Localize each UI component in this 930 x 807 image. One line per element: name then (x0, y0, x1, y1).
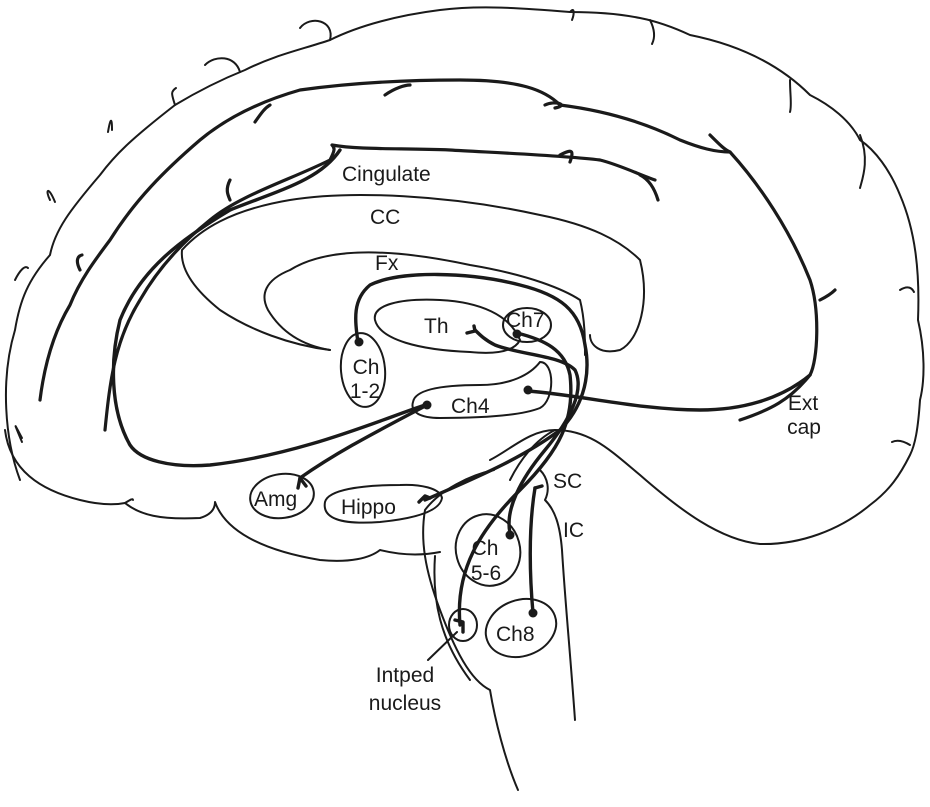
label-sc: SC (553, 470, 582, 493)
ch7-to-intped-pathway (457, 331, 573, 627)
label-ic: IC (563, 519, 584, 542)
label-cingulate: Cingulate (342, 163, 431, 186)
th-terminal (465, 324, 477, 335)
outer-sulcus-notch (899, 286, 915, 293)
label-hippo: Hippo (341, 496, 396, 519)
ch5-6-nucleus-outline (454, 513, 522, 587)
outer-sulcus-notch (46, 189, 56, 203)
label-ch7: Ch7 (506, 309, 545, 332)
outer-sulcus-notch (649, 19, 656, 45)
midbrain-inner-outline (433, 555, 471, 681)
ch4-origin-dot-right (523, 385, 533, 395)
temporal-lobe-outline (4, 429, 441, 562)
ch1-2-origin-dot (354, 337, 364, 347)
ch1-2-nucleus-outline (339, 332, 387, 408)
cingulate-notch (225, 178, 232, 202)
ch7-nucleus-outline (502, 307, 552, 343)
cingulate-notch (638, 173, 660, 202)
outer-sulcus-notch (859, 134, 866, 189)
label-cc: CC (370, 206, 400, 229)
temporal-sulcus (124, 498, 134, 504)
cingulate-sulcus (103, 143, 657, 432)
outer-cortex-outline (4, 6, 925, 546)
label-ext-cap-line2: cap (787, 416, 821, 439)
outer-sulcus-notch (204, 57, 241, 73)
ch4-origin-dot-left (422, 400, 432, 410)
label-th: Th (424, 315, 449, 338)
label-intped-line1: Intped (376, 664, 434, 687)
thalamus-outline (373, 298, 522, 354)
intped-terminal (453, 618, 465, 634)
label-ch8: Ch8 (496, 623, 535, 646)
outer-sulcus-notch (789, 79, 792, 113)
outer-sulcus-notch (107, 119, 113, 133)
tectum-outline (509, 429, 576, 721)
amygdala-outline (249, 472, 315, 520)
interpeduncular-nucleus-outline (448, 608, 478, 642)
temporal-sulcus (14, 425, 23, 443)
label-ch5-6-line2: 5-6 (471, 562, 501, 585)
sulcus-branch (543, 101, 563, 110)
ch4-to-amg-pathway (298, 403, 429, 480)
sulcus-branch (818, 288, 837, 302)
ch8-to-sc-pathway (528, 486, 537, 615)
ch8-origin-dot (528, 608, 538, 618)
outer-sulcus-notch (14, 266, 29, 281)
fornix-outline (263, 251, 586, 356)
label-fx: Fx (375, 252, 399, 275)
superior-frontal-sulcus (38, 78, 819, 422)
outer-sulcus-notch (299, 19, 332, 41)
sulcus-branch (383, 83, 412, 97)
ch7-origin-dot (512, 329, 522, 339)
ch5-6-origin-dot (505, 530, 515, 540)
sc-terminal (533, 484, 544, 490)
ch4-cortical-pathway (111, 148, 427, 468)
corpus-callosum-outline (180, 194, 645, 353)
ch5-6-to-th-pathway (473, 328, 580, 535)
fornix-pathway (354, 272, 589, 502)
intped-leader-line (427, 631, 458, 661)
outer-sulcus-notch (171, 87, 177, 106)
ch8-nucleus-outline (484, 597, 558, 659)
label-ch1-2-line1: Ch (353, 356, 380, 379)
sulcus-branch (253, 103, 272, 124)
outer-sulcus-notch (569, 9, 575, 21)
label-ch5-6-line1: Ch (472, 537, 499, 560)
cingulate-notch (558, 149, 574, 164)
midbrain-anterior-outline (422, 469, 519, 791)
label-ch4: Ch4 (451, 395, 490, 418)
label-ch1-2-line2: 1-2 (350, 380, 380, 403)
outer-sulcus-notch (891, 439, 911, 446)
sulcus-branch (75, 253, 84, 272)
hippo-arrow-terminal (417, 494, 432, 504)
hippocampus-outline (323, 483, 444, 524)
label-intped-line2: nucleus (369, 692, 441, 715)
label-amg: Amg (254, 488, 297, 511)
label-ext-cap-line1: Ext (788, 392, 819, 415)
amg-arrow-terminal (296, 476, 308, 490)
ch4-nucleus-outline (411, 360, 553, 420)
sulcus-branch (708, 133, 732, 154)
